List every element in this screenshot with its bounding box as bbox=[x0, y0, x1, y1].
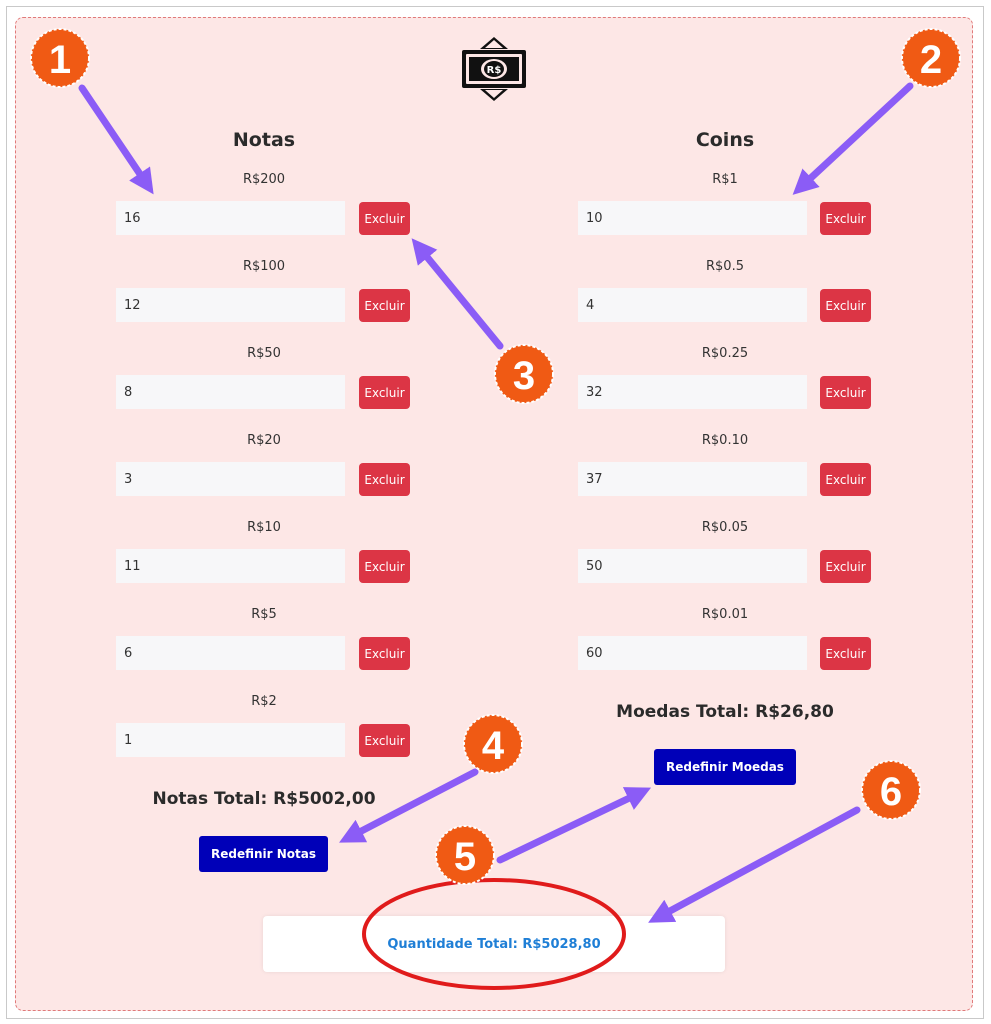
coin-label-0-05: R$0.05 bbox=[701, 520, 749, 535]
coin-input-0-05[interactable] bbox=[578, 549, 807, 583]
note-delete-button-5[interactable]: Excluir bbox=[359, 637, 410, 670]
coin-input-0-10[interactable] bbox=[578, 462, 807, 496]
note-delete-button-2[interactable]: Excluir bbox=[359, 724, 410, 757]
note-delete-button-200[interactable]: Excluir bbox=[359, 202, 410, 235]
coin-delete-button-0-10[interactable]: Excluir bbox=[820, 463, 871, 496]
notes-title: Notas bbox=[232, 129, 296, 151]
note-label-100: R$100 bbox=[242, 259, 286, 274]
reset-coins-button[interactable]: Redefinir Moedas bbox=[654, 749, 796, 785]
note-input-10[interactable] bbox=[116, 549, 345, 583]
note-delete-button-10[interactable]: Excluir bbox=[359, 550, 410, 583]
coin-delete-button-0-05[interactable]: Excluir bbox=[820, 550, 871, 583]
note-input-20[interactable] bbox=[116, 462, 345, 496]
coin-input-0-01[interactable] bbox=[578, 636, 807, 670]
notes-total: Notas Total: R$5002,00 bbox=[152, 789, 376, 809]
note-delete-button-20[interactable]: Excluir bbox=[359, 463, 410, 496]
note-delete-button-50[interactable]: Excluir bbox=[359, 376, 410, 409]
note-input-200[interactable] bbox=[116, 201, 345, 235]
note-delete-button-100[interactable]: Excluir bbox=[359, 289, 410, 322]
reset-notes-button[interactable]: Redefinir Notas bbox=[199, 836, 328, 872]
note-label-20: R$20 bbox=[247, 433, 281, 448]
coin-label-0-5: R$0.5 bbox=[706, 259, 744, 274]
note-input-50[interactable] bbox=[116, 375, 345, 409]
coin-input-0-25[interactable] bbox=[578, 375, 807, 409]
note-input-5[interactable] bbox=[116, 636, 345, 670]
note-label-2: R$2 bbox=[251, 694, 277, 709]
coin-delete-button-0-5[interactable]: Excluir bbox=[820, 289, 871, 322]
coin-delete-button-0-01[interactable]: Excluir bbox=[820, 637, 871, 670]
coins-total: Moedas Total: R$26,80 bbox=[616, 702, 834, 722]
coin-input-0-5[interactable] bbox=[578, 288, 807, 322]
note-label-200: R$200 bbox=[242, 172, 286, 187]
coin-delete-button-0-25[interactable]: Excluir bbox=[820, 376, 871, 409]
coin-label-0-10: R$0.10 bbox=[701, 433, 749, 448]
coin-delete-button-1[interactable]: Excluir bbox=[820, 202, 871, 235]
coin-label-1: R$1 bbox=[712, 172, 738, 187]
note-input-100[interactable] bbox=[116, 288, 345, 322]
grand-total-box: Quantidade Total: R$5028,80 bbox=[263, 916, 725, 972]
note-label-5: R$5 bbox=[251, 607, 277, 622]
note-label-50: R$50 bbox=[247, 346, 281, 361]
coins-title: Coins bbox=[695, 129, 755, 151]
note-input-2[interactable] bbox=[116, 723, 345, 757]
coin-label-0-25: R$0.25 bbox=[701, 346, 749, 361]
money-bill-icon: R$ bbox=[462, 37, 526, 101]
coin-label-0-01: R$0.01 bbox=[701, 607, 749, 622]
grand-total-text: Quantidade Total: R$5028,80 bbox=[387, 936, 601, 952]
coin-input-1[interactable] bbox=[578, 201, 807, 235]
calculator-panel bbox=[15, 17, 973, 1011]
currency-symbol-text: R$ bbox=[487, 65, 502, 76]
note-label-10: R$10 bbox=[247, 520, 281, 535]
